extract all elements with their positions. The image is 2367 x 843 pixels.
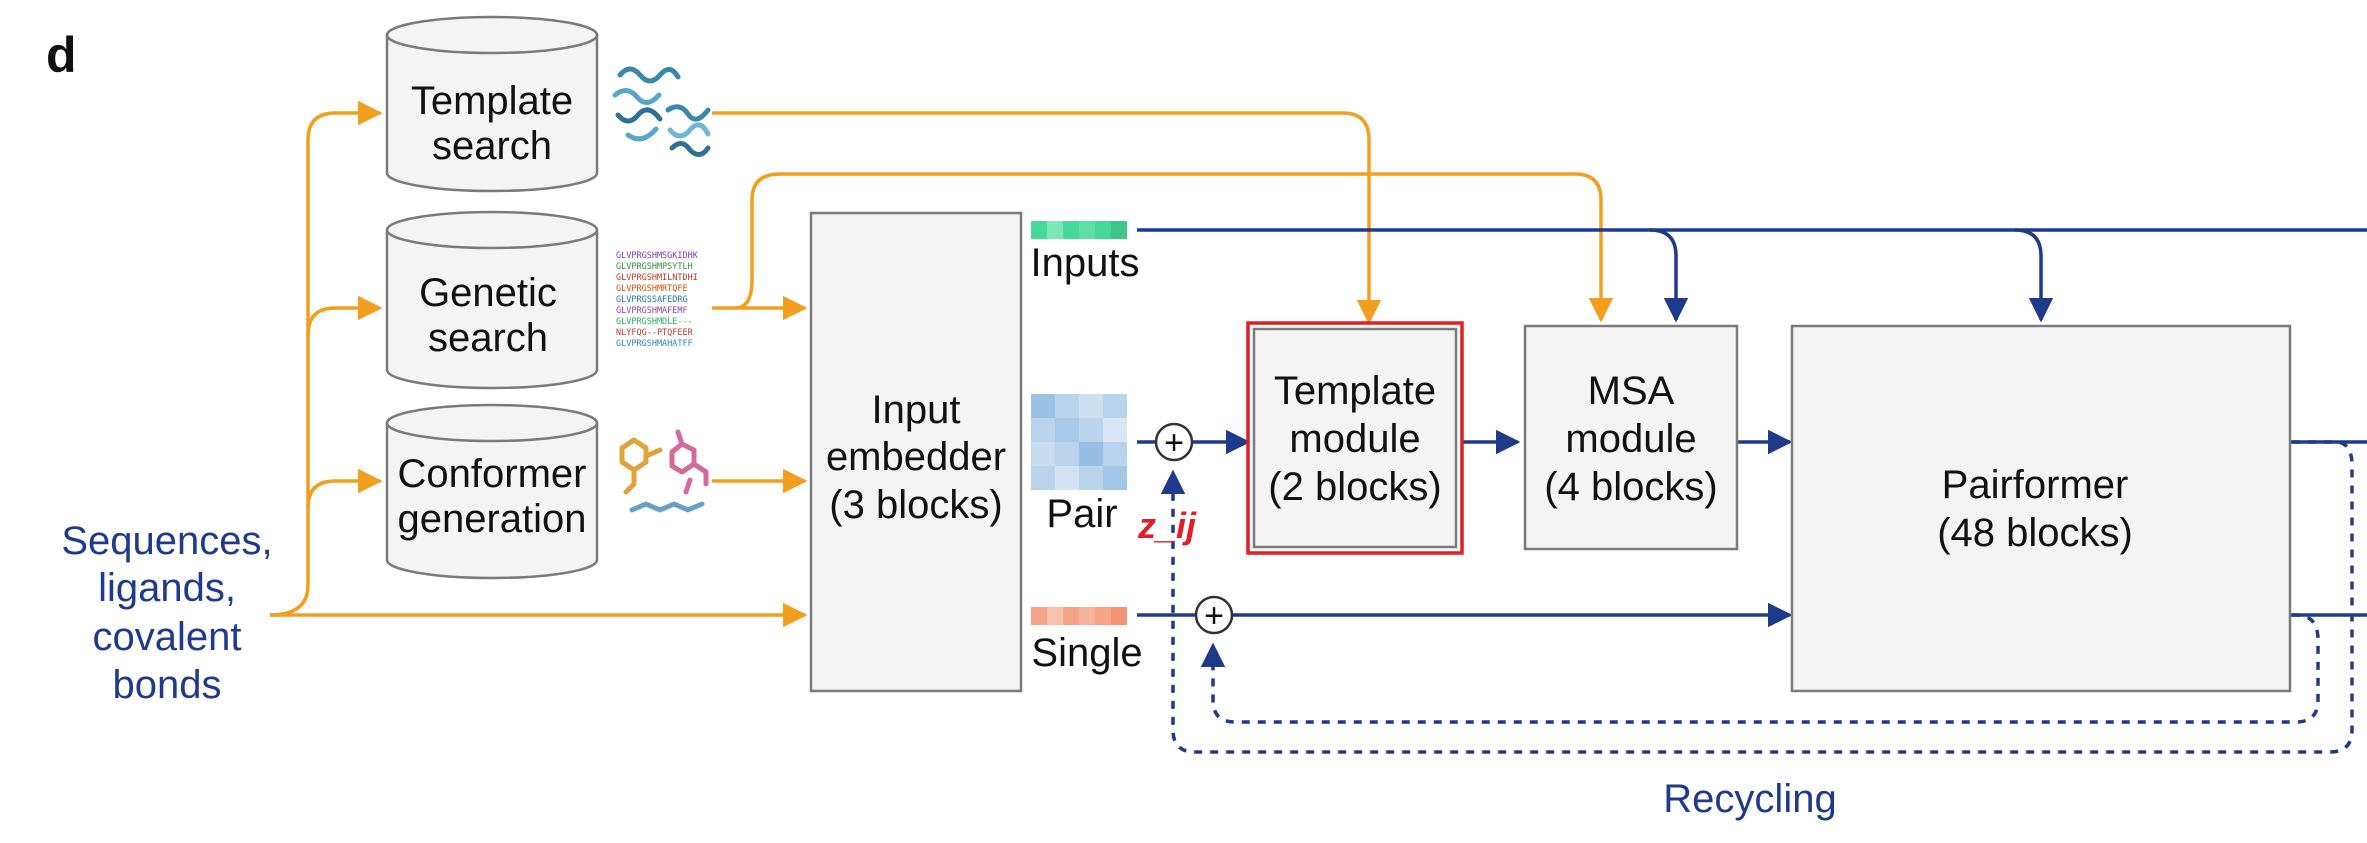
template-search-cylinder: Template search [385,15,599,193]
msa-line-4: GLVPRGSHMRTQFE [616,284,688,294]
input-embedder-line2: embedder [826,435,1006,479]
msa-module-line1: MSA [1588,369,1675,413]
input-label-line3: covalent [93,615,242,659]
recycling-pair-loop [1160,440,2354,754]
msa-module-box: MSA module (4 blocks) [1523,324,1739,551]
recycling-single-loop [1200,613,2320,724]
pairformer-line1: Pairformer [1942,463,2129,507]
pair-plus-node: + [1154,422,1194,462]
msa-line-6: GLVPRGSHMAFEMF [616,306,688,316]
msa-line-8: NLYFQG--PTQFEER [616,328,694,338]
conformer-generation-line1: Conformer [398,452,587,496]
pair-symbol-label: z_ij [1137,505,1197,546]
inputs-bar [1031,221,1127,239]
genetic-to-msa-arrow [734,172,1614,323]
msa-line-2: GLVPRGSHMPSYTLH [616,262,693,272]
pair-plus-symbol: + [1164,424,1184,462]
genetic-search-line2: search [428,316,548,360]
branch-genetic-arrow [306,295,383,336]
template-module-line3: (2 blocks) [1268,465,1441,509]
template-module-box: Template module (2 blocks) [1246,321,1464,555]
branch-conformer-arrow [306,468,383,509]
conformer-generation-cylinder: Conformer generation [385,403,599,580]
msa-line-3: GLVPRGSHMILNTDHI [616,273,698,283]
template-to-template-module-arrow [712,111,1382,325]
template-search-line2: search [432,124,552,168]
panel-letter: d [46,27,77,83]
template-search-line1: Template [411,79,573,123]
template-module-line2: module [1289,417,1420,461]
inputs-to-pairformer-arrow [2014,228,2054,323]
single-plus-symbol: + [1204,597,1224,635]
msa-line-1: GLVPRGSHMSGKIDHK [616,251,699,261]
inputs-to-msa-arrow [1649,228,1689,323]
input-embedder-line1: Input [872,388,961,432]
input-branch-trunk [269,100,383,617]
recycling-label: Recycling [1663,777,1836,821]
pair-label: Pair [1046,492,1117,536]
msa-alignment-icon: GLVPRGSHMSGKIDHK GLVPRGSHMPSYTLH GLVPRGS… [615,248,699,352]
single-label: Single [1031,631,1142,675]
pair-matrix [1031,394,1127,490]
pairformer-box: Pairformer (48 blocks) [1790,324,2292,693]
input-label-line2: ligands, [98,566,236,610]
input-embedder-line3: (3 blocks) [829,483,1002,527]
input-label-line4: bonds [113,663,222,707]
single-bar [1031,607,1127,625]
conformer-generation-line2: generation [397,497,586,541]
msa-line-9: GLVPRGSHMAHATFF [616,339,693,349]
single-plus-node: + [1194,595,1234,635]
input-label-line1: Sequences, [61,519,272,563]
msa-module-line2: module [1565,417,1696,461]
inputs-label: Inputs [1031,241,1140,285]
msa-line-5: GLVPRGSSAFEDRG [616,295,688,305]
template-module-line1: Template [1274,369,1436,413]
genetic-search-cylinder: Genetic search [385,210,599,390]
protein-structure-icon [612,66,711,157]
input-embedder-box: Input embedder (3 blocks) [809,211,1023,693]
pairformer-line2: (48 blocks) [1937,511,2133,555]
msa-module-line3: (4 blocks) [1544,465,1717,509]
genetic-search-line1: Genetic [419,271,557,315]
msa-line-7: GLVPRGSHMDLE--- [616,317,693,327]
ligand-molecule-icon [619,429,709,513]
